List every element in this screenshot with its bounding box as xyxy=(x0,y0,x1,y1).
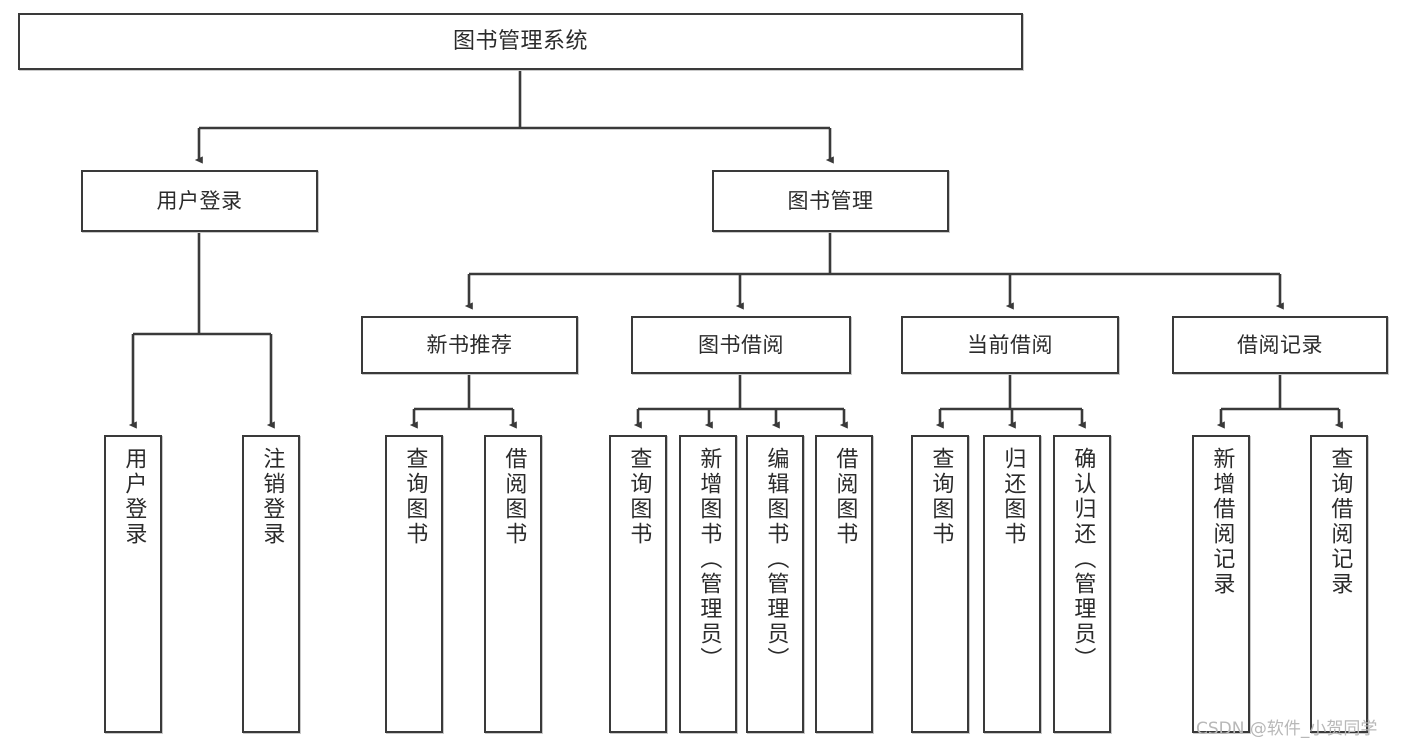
leaf-label-br-query: 查询借阅记录 xyxy=(1327,447,1353,597)
leaf-query-book-recommend[interactable]: 查询图书 xyxy=(385,435,443,733)
node-current-borrow[interactable]: 当前借阅 xyxy=(901,316,1119,374)
node-label-book-borrow: 图书借阅 xyxy=(698,332,784,357)
leaf-label-bb-add: 新增图书（管理员） xyxy=(696,447,722,672)
node-label-current-borrow: 当前借阅 xyxy=(967,332,1053,357)
node-new-book-recommend[interactable]: 新书推荐 xyxy=(361,316,578,374)
node-label-borrow-record: 借阅记录 xyxy=(1237,332,1323,357)
node-label-root: 图书管理系统 xyxy=(452,28,588,54)
leaf-query-book[interactable]: 查询图书 xyxy=(609,435,667,733)
node-book-borrow[interactable]: 图书借阅 xyxy=(631,316,851,374)
leaf-return-book[interactable]: 归还图书 xyxy=(983,435,1041,733)
leaf-label-user-login: 用户登录 xyxy=(121,447,147,547)
leaf-label-bb-borrow: 借阅图书 xyxy=(832,447,858,547)
node-user-login[interactable]: 用户登录 xyxy=(81,170,318,232)
csdn-watermark: CSDN @软件_小贺同学 xyxy=(1196,719,1378,739)
leaf-label-nb-query: 查询图书 xyxy=(402,447,428,547)
node-label-book-manage: 图书管理 xyxy=(787,188,874,213)
leaf-label-nb-borrow: 借阅图书 xyxy=(501,447,527,547)
leaf-label-cb-confirm: 确认归还（管理员） xyxy=(1070,447,1096,672)
leaf-edit-book-admin[interactable]: 编辑图书（管理员） xyxy=(746,435,804,733)
node-label-user-login: 用户登录 xyxy=(156,188,243,213)
leaf-label-br-add: 新增借阅记录 xyxy=(1209,447,1235,597)
leaf-query-current-book[interactable]: 查询图书 xyxy=(911,435,969,733)
node-book-management[interactable]: 图书管理 xyxy=(712,170,949,232)
leaf-query-borrow-record[interactable]: 查询借阅记录 xyxy=(1310,435,1368,733)
leaf-user-logout[interactable]: 注销登录 xyxy=(242,435,300,733)
node-borrow-record[interactable]: 借阅记录 xyxy=(1172,316,1388,374)
node-label-new-book-rec: 新书推荐 xyxy=(426,332,513,357)
leaf-add-borrow-record[interactable]: 新增借阅记录 xyxy=(1192,435,1250,733)
leaf-label-bb-query: 查询图书 xyxy=(626,447,652,547)
leaf-user-login[interactable]: 用户登录 xyxy=(104,435,162,733)
leaf-borrow-book[interactable]: 借阅图书 xyxy=(815,435,873,733)
leaf-add-book-admin[interactable]: 新增图书（管理员） xyxy=(679,435,737,733)
leaf-label-cb-return: 归还图书 xyxy=(1000,447,1026,547)
leaf-confirm-return-admin[interactable]: 确认归还（管理员） xyxy=(1053,435,1111,733)
leaf-borrow-book-recommend[interactable]: 借阅图书 xyxy=(484,435,542,733)
node-root-system[interactable]: 图书管理系统 xyxy=(18,13,1023,70)
leaf-label-user-logout: 注销登录 xyxy=(259,447,285,547)
leaf-label-bb-edit: 编辑图书（管理员） xyxy=(763,447,789,672)
leaf-label-cb-query: 查询图书 xyxy=(928,447,954,547)
